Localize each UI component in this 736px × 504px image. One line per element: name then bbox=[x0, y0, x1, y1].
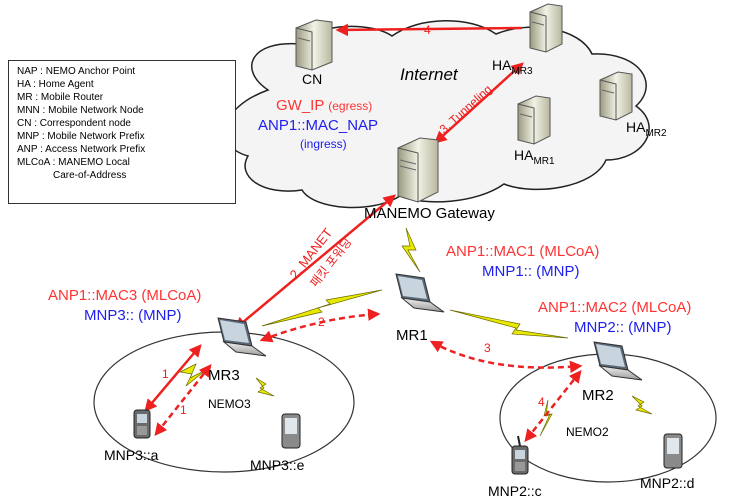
mr2-mnp-label: MNP2:: (MNP) bbox=[574, 319, 672, 336]
arrow-step3-dashed bbox=[429, 340, 583, 374]
legend-line: ANP : Access Network Prefix bbox=[17, 144, 146, 155]
nemo2-label: NEMO2 bbox=[566, 425, 609, 439]
wireless-link-gw-mr1 bbox=[401, 227, 421, 273]
gw-ip-label: GW_IP (egress) bbox=[276, 97, 372, 114]
mnp3-e-label: MNP3::e bbox=[250, 457, 305, 473]
nemo3-label: NEMO3 bbox=[208, 397, 251, 411]
mr2-label: MR2 bbox=[582, 387, 614, 404]
phone-icon bbox=[663, 433, 683, 469]
server-icon bbox=[397, 137, 439, 203]
mnp2-c-label: MNP2::c bbox=[488, 483, 542, 499]
anp-mac-nap-label: ANP1::MAC_NAP bbox=[258, 117, 378, 134]
ha-mr2-label: HAMR2 bbox=[626, 119, 667, 139]
server-icon bbox=[599, 71, 633, 121]
mr3-mnp-label: MNP3:: (MNP) bbox=[84, 307, 182, 324]
arrow-step3-tunnel bbox=[434, 62, 524, 144]
mr1-mnp-label: MNP1:: (MNP) bbox=[482, 263, 580, 280]
mnp3-a-label: MNP3::a bbox=[104, 447, 159, 463]
arrow-step2-manet bbox=[234, 194, 396, 330]
legend-line: MNN : Mobile Network Node bbox=[17, 105, 144, 116]
mr2-anp-label: ANP1::MAC2 (MLCoA) bbox=[538, 299, 691, 316]
dashed-arrows bbox=[154, 308, 583, 442]
legend-box: NAP : NEMO Anchor Point HA : Home Agent … bbox=[8, 60, 236, 204]
wireless-link-mr3-e bbox=[255, 377, 275, 397]
arrow-step2-dashed bbox=[259, 308, 381, 343]
mr3-anp-label: ANP1::MAC3 (MLCoA) bbox=[48, 287, 201, 304]
legend-line: HA : Home Agent bbox=[17, 79, 94, 90]
legend-line: MNP : Mobile Network Prefix bbox=[17, 131, 145, 142]
laptop-icon bbox=[593, 341, 643, 381]
legend-line: MR : Mobile Router bbox=[17, 92, 104, 103]
step1-label: 1 bbox=[162, 367, 169, 381]
mr1-anp-label: ANP1::MAC1 (MLCoA) bbox=[446, 243, 599, 260]
ha-mr1-label: HAMR1 bbox=[514, 147, 555, 167]
server-icon bbox=[529, 3, 563, 53]
arrow-step1-dashed bbox=[154, 364, 212, 436]
laptop-icon bbox=[395, 273, 445, 313]
laptop-icon bbox=[217, 317, 267, 357]
wireless-link-mr1-mr2 bbox=[449, 309, 569, 339]
server-icon bbox=[295, 19, 333, 71]
ha-mr3-label: HAMR3 bbox=[492, 57, 533, 77]
legend-line: CN : Correspondent node bbox=[17, 118, 131, 129]
step1b-label: 1 bbox=[180, 403, 187, 417]
arrow-step4-dashed bbox=[524, 370, 582, 442]
ingress-label: (ingress) bbox=[300, 137, 347, 151]
step4b-label: 4 bbox=[538, 395, 545, 409]
gateway-label: MANEMO Gateway bbox=[364, 205, 495, 222]
legend-line: MLCoA : MANEMO Local bbox=[17, 157, 130, 168]
phone-icon bbox=[133, 409, 151, 439]
legend-line: Care-of-Address bbox=[53, 170, 127, 181]
step4-label: 4 bbox=[424, 23, 431, 37]
arrow-step4-ha-to-cn bbox=[335, 23, 523, 37]
mr1-label: MR1 bbox=[396, 327, 428, 344]
cn-label: CN bbox=[302, 71, 322, 87]
step3-label: 3 bbox=[484, 341, 491, 355]
server-icon bbox=[517, 95, 551, 145]
phone-icon bbox=[511, 435, 529, 475]
mnp2-d-label: MNP2::d bbox=[640, 475, 694, 491]
step2-label: 2 bbox=[318, 315, 325, 329]
mr3-label: MR3 bbox=[208, 367, 240, 384]
phone-icon bbox=[281, 413, 301, 449]
wireless-link-mr2-d bbox=[631, 395, 653, 415]
internet-title: Internet bbox=[400, 65, 459, 84]
legend-line: NAP : NEMO Anchor Point bbox=[17, 66, 136, 77]
